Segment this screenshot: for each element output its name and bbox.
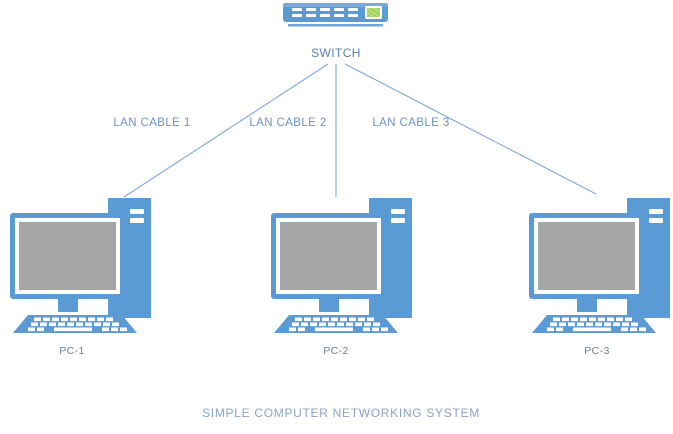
switch-ports xyxy=(292,8,358,17)
monitor-stand-neck-1 xyxy=(58,299,78,312)
computer-label-3: PC-3 xyxy=(584,345,610,357)
monitor-stand-neck-2 xyxy=(319,299,339,312)
switch-body xyxy=(283,3,388,27)
cable-line-1 xyxy=(123,63,329,198)
computer-keyboard-2 xyxy=(274,315,398,333)
computer-keyboard-1 xyxy=(13,315,137,333)
computer-monitor-1 xyxy=(10,213,125,299)
switch-label: SWITCH xyxy=(311,46,361,60)
diagram-caption: SIMPLE COMPUTER NETWORKING SYSTEM xyxy=(202,406,480,420)
cable-label-1: LAN CABLE 1 xyxy=(113,117,191,129)
monitor-stand-neck-3 xyxy=(577,299,597,312)
cable-label-3: LAN CABLE 3 xyxy=(372,117,450,129)
computer-label-2: PC-2 xyxy=(323,345,349,357)
cable-label-2: LAN CABLE 2 xyxy=(249,117,327,129)
cable-line-3 xyxy=(344,63,597,195)
computer-monitor-3 xyxy=(529,213,644,299)
computer-keyboard-3 xyxy=(532,315,656,333)
computer-label-1: PC-1 xyxy=(59,345,85,357)
computer-monitor-2 xyxy=(271,213,386,299)
led-indicator-panel xyxy=(365,6,382,19)
